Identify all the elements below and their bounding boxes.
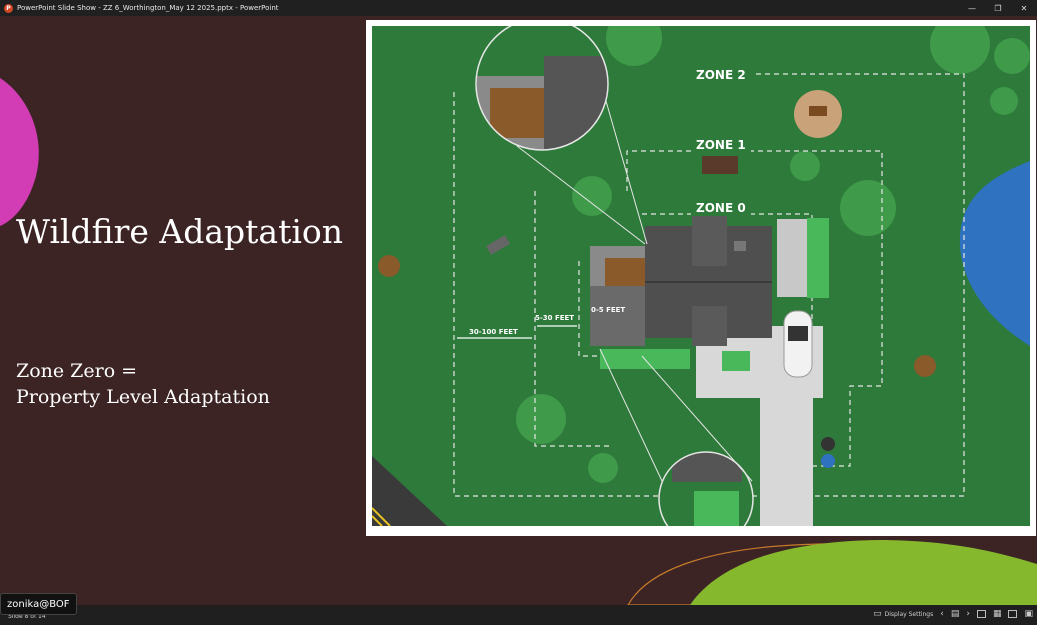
zone1-label: ZONE 1 xyxy=(696,138,746,152)
monitor-icon: ▭ xyxy=(873,609,882,619)
status-controls: ▭ Display Settings ‹ ▤ › ▦ ▣ xyxy=(873,609,1033,619)
slide-sorter-icon[interactable]: ▤ xyxy=(950,609,960,619)
restore-icon: ❐ xyxy=(994,3,1002,13)
restore-button[interactable]: ❐ xyxy=(985,0,1011,16)
pond xyxy=(959,161,1030,346)
slide-subtitle: Zone Zero = Property Level Adaptation xyxy=(16,358,270,410)
subtitle-line-2: Property Level Adaptation xyxy=(16,386,270,408)
slide-decoration xyxy=(0,78,1037,605)
window-title: PowerPoint Slide Show - ZZ 6_Worthington… xyxy=(17,4,279,12)
zone0-label: ZONE 0 xyxy=(696,201,746,215)
zone2-boundary xyxy=(453,73,965,497)
previous-slide-icon[interactable]: ‹ xyxy=(940,609,944,619)
distance-5-30: 5-30 FEET xyxy=(535,314,574,322)
zone1-boundary xyxy=(534,150,883,467)
slide-counter: Slide 8 of 14 xyxy=(8,613,46,620)
window-controls: — ❐ ✕ xyxy=(959,0,1037,16)
distance-30-100: 30-100 FEET xyxy=(469,328,518,336)
slide-canvas[interactable]: Wildfire Adaptation Zone Zero = Property… xyxy=(0,16,1037,605)
user-name-badge: zonika@BOF xyxy=(0,593,77,615)
zone-diagram: ZONE 2 ZONE 1 ZONE 0 30-100 FEET 5-30 FE… xyxy=(372,26,1030,526)
road xyxy=(372,456,447,526)
next-slide-icon[interactable]: › xyxy=(966,609,970,619)
presenter-icon[interactable]: ▣ xyxy=(1024,609,1033,619)
status-bar: Slide 8 of 14 ▭ Display Settings ‹ ▤ › ▦… xyxy=(0,605,1037,625)
lime-hill xyxy=(690,540,1037,605)
zone-diagram-image: ZONE 2 ZONE 1 ZONE 0 30-100 FEET 5-30 FE… xyxy=(366,20,1036,536)
trees xyxy=(516,26,1030,483)
minimize-button[interactable]: — xyxy=(959,0,985,16)
zone2-label: ZONE 2 xyxy=(696,68,746,82)
slide-title: Wildfire Adaptation xyxy=(16,212,344,251)
reading-view-icon[interactable] xyxy=(1008,610,1018,618)
subtitle-line-1: Zone Zero = xyxy=(16,360,138,382)
display-settings-label: Display Settings xyxy=(884,610,934,618)
display-settings-button[interactable]: ▭ Display Settings xyxy=(873,609,933,619)
window-title-bar: P PowerPoint Slide Show - ZZ 6_Worthingt… xyxy=(0,0,1037,16)
magenta-blob xyxy=(0,78,39,226)
distance-0-5: 0-5 FEET xyxy=(591,306,625,314)
powerpoint-app-icon: P xyxy=(4,3,13,13)
normal-view-icon[interactable] xyxy=(976,610,986,618)
minimize-icon: — xyxy=(968,3,976,13)
grid-view-icon[interactable]: ▦ xyxy=(992,609,1002,619)
close-icon: ✕ xyxy=(1020,3,1028,13)
close-button[interactable]: ✕ xyxy=(1011,0,1037,16)
